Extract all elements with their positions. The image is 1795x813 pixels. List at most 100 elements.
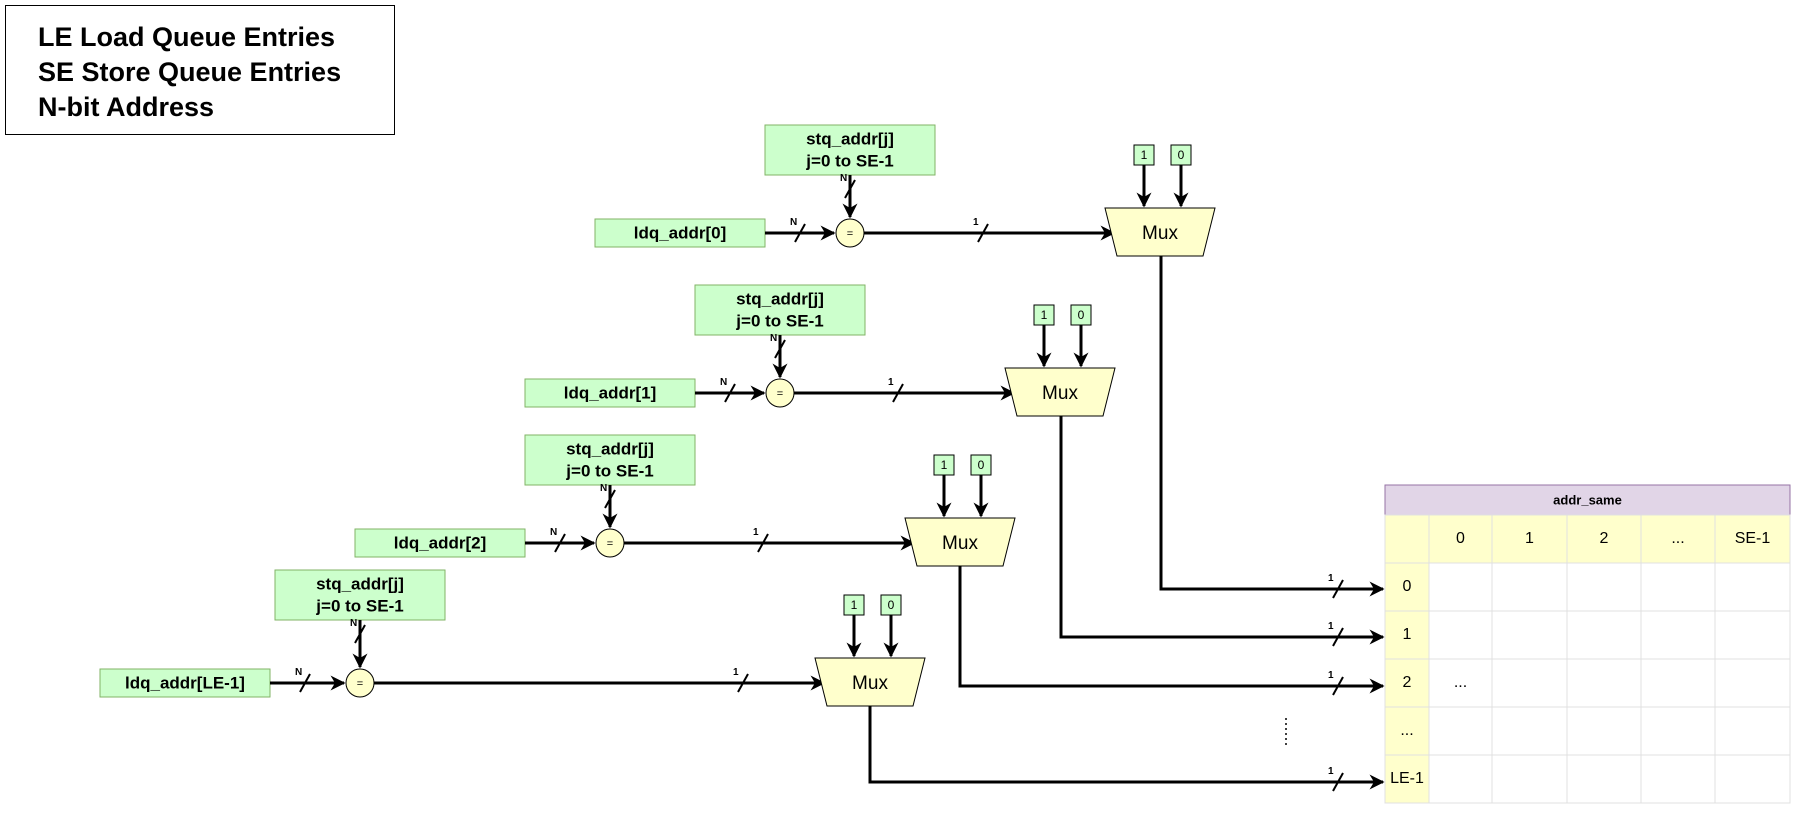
ldq-addr-label: ldq_addr[LE-1] [125,673,245,692]
mux-label: Mux [852,673,888,694]
table-title: addr_same [1553,492,1622,507]
stq-range-label: j=0 to SE-1 [315,596,403,615]
compare-bus-width: 1 [888,377,904,403]
stq-range-label: j=0 to SE-1 [565,461,653,480]
ldq-addr-label: ldq_addr[2] [394,533,487,552]
stq-addr-box [694,284,866,336]
bus-width-label: N [295,667,302,678]
table-cell-ellipsis: ... [1454,674,1467,691]
compare-row-1: ldq_addr[1]stq_addr[j]j=0 to SE-1NN=1Mux… [524,284,1385,647]
bus-slash [844,179,856,199]
stq-bus-width: N [840,173,856,199]
mux-to-table-wire [1059,416,1385,645]
ldq-addr-label: ldq_addr[1] [564,383,657,402]
column-header-2: 2 [1600,530,1609,547]
stq-range-label: j=0 to SE-1 [735,311,823,330]
column-header-row [1385,515,1790,563]
stq-range-label: j=0 to SE-1 [805,151,893,170]
ldq-bus-width: N [295,667,311,693]
comparator-symbol: = [357,678,363,690]
bus-width-label: N [770,333,777,344]
comparator-symbol: = [607,538,613,550]
bus-slash [354,624,366,644]
mux-input-zero-label: 0 [888,598,895,612]
stq-bus-width: N [770,333,786,359]
legend-box: LE Load Queue Entries SE Store Queue Ent… [5,5,395,135]
legend-line-n: N-bit Address [38,92,215,122]
ldq-bus-width: N [720,377,736,403]
stq-bus-width: N [350,618,366,644]
mux-input-zero-label: 0 [1178,148,1185,162]
stq-addr-label: stq_addr[j] [316,574,404,593]
comparator-symbol: = [777,388,783,400]
bus-slash [554,533,566,553]
column-header-4: SE-1 [1735,530,1771,547]
row-header-1: 1 [1403,626,1412,643]
stq-addr-box [524,434,696,486]
bus-width-label: 1 [733,667,739,678]
stq-addr-label: stq_addr[j] [566,439,654,458]
bus-width-label: 1 [1328,670,1334,681]
compare-row-0: ldq_addr[0]stq_addr[j]j=0 to SE-1NN=1Mux… [594,124,1385,599]
rows-layer: ldq_addr[0]stq_addr[j]j=0 to SE-1NN=1Mux… [99,124,1385,792]
mux-input-one-label: 1 [851,598,858,612]
mux-block [1004,367,1116,417]
compare-row-3: ldq_addr[LE-1] stq_addr[j] j=0 to SE-1N N = 1… [99,569,1385,792]
compare-bus-width: 1 [733,667,749,693]
table-bus-width: 1 [1328,573,1344,599]
compare-bus-width: 1 [973,217,989,243]
mux-input-one-label: 1 [1141,148,1148,162]
mux-label: Mux [1042,383,1078,404]
mux-label: Mux [942,533,978,554]
mux-to-table-wire [868,706,1385,790]
column-header-1: 1 [1525,530,1534,547]
row-header-0: 0 [1403,578,1412,595]
bus-width-label: N [600,483,607,494]
compare-row-2: ldq_addr[2]stq_addr[j]j=0 to SE-1NN=1Mux… [354,434,1385,696]
bus-width-label: 1 [973,217,979,228]
mux-to-table-wire [958,566,1385,694]
stq-addr-box [274,569,446,621]
mux-block [904,517,1016,567]
bus-slash [1332,676,1344,696]
bus-width-label: N [720,377,727,388]
bus-width-label: N [350,618,357,629]
bus-slash [724,383,736,403]
mux-input-one-label: 1 [1041,308,1048,322]
mux-input-zero-label: 0 [978,458,985,472]
bus-slash [977,223,989,243]
table-bus-width: 1 [1328,766,1344,792]
bus-width-label: N [790,217,797,228]
table-title-bar [1384,484,1791,516]
stq-bus-width: N [600,483,616,509]
table-bus-width: 1 [1328,621,1344,647]
bus-width-label: 1 [1328,766,1334,777]
bus-slash [604,489,616,509]
column-header-0: 0 [1456,530,1465,547]
ldq-addr-label: ldq_addr[0] [634,223,727,242]
stq-addr-box [764,124,936,176]
row-header-4: LE-1 [1390,770,1424,787]
bus-width-label: N [550,527,557,538]
legend-line-le: LE Load Queue Entries [38,22,336,52]
row-header-2: 2 [1403,674,1412,691]
bus-width-label: 1 [888,377,894,388]
bus-slash [794,223,806,243]
mux-to-table-wire [1159,256,1385,597]
mux-block [814,657,926,707]
stq-addr-label: stq_addr[j] [806,129,894,148]
stq-addr-label: stq_addr[j] [736,289,824,308]
table-bus-width: 1 [1328,670,1344,696]
ldq-addr-box [594,218,766,248]
ldq-addr-box [99,668,271,698]
table-border [1384,514,1791,804]
bus-slash [892,383,904,403]
bus-slash [737,673,749,693]
mux-input-one-label: 1 [941,458,948,472]
bus-width-label: 1 [1328,573,1334,584]
ldq-bus-width: N [790,217,806,243]
bus-slash [299,673,311,693]
bus-width-label: N [840,173,847,184]
